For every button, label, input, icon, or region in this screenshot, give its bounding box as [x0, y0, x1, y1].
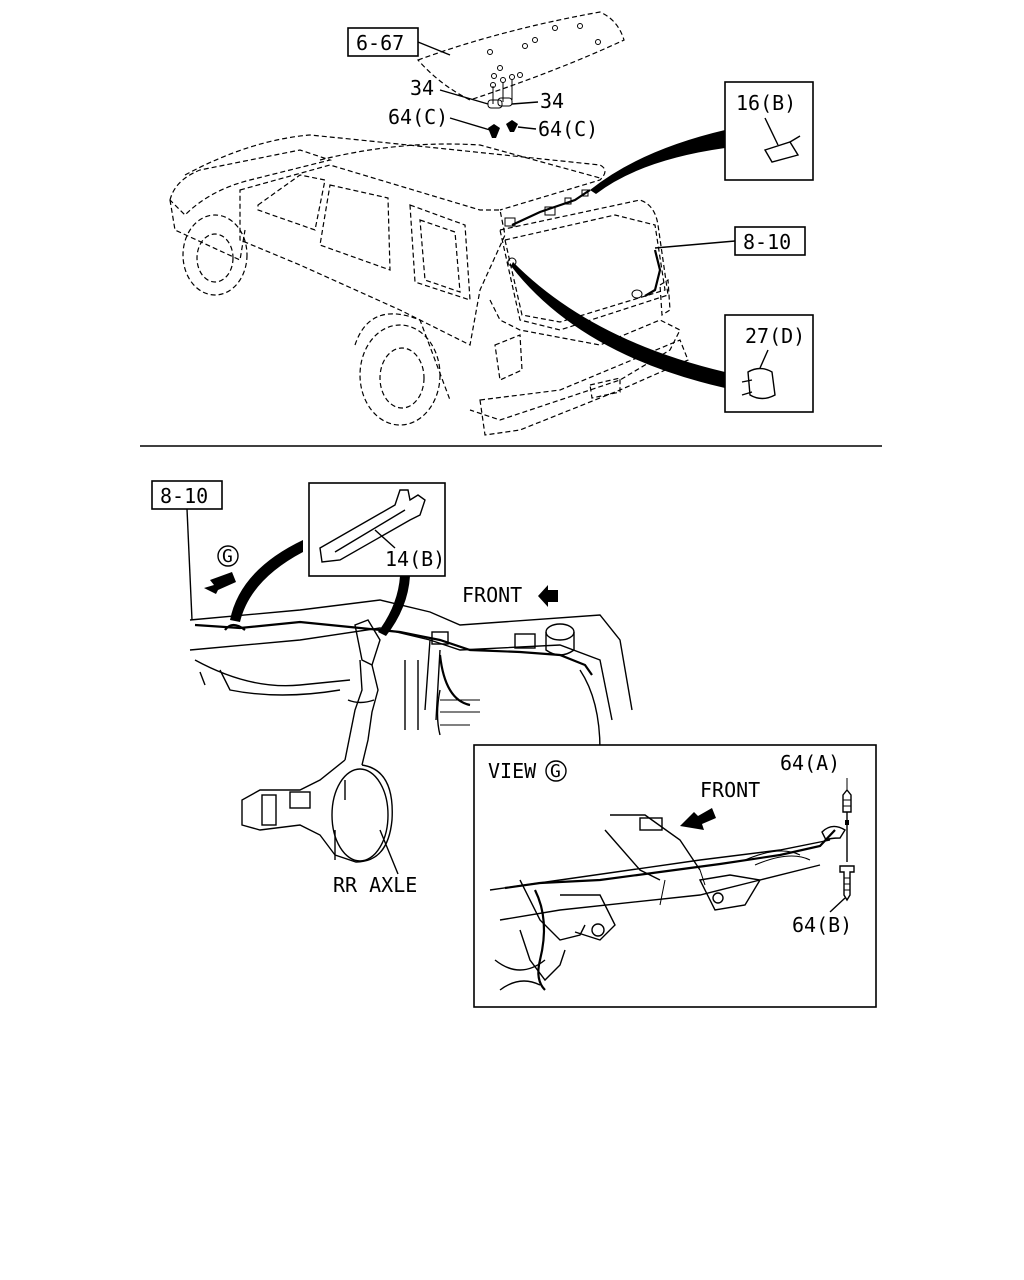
detail-box-14b: 14(B) — [308, 482, 446, 577]
leader-16b — [590, 130, 725, 194]
callout-8-10-bottom: 8-10 — [151, 480, 223, 621]
leader-rr-axle — [379, 829, 399, 875]
callout-6-67: 6-67 — [347, 27, 451, 57]
frame-harness — [194, 620, 593, 736]
callout-8-10-top: 8-10 — [654, 226, 806, 256]
part-label-34-right: 34 — [540, 89, 564, 113]
part-label-64c-left: 64(C) — [388, 105, 448, 129]
front-arrow-view — [680, 808, 716, 830]
headliner-clips — [487, 74, 518, 138]
part-label-16b: 16(B) — [736, 91, 796, 115]
part-label-64a: 64(A) — [780, 751, 840, 775]
chassis-frame — [189, 599, 633, 751]
leader-view-g — [230, 540, 303, 622]
part-label-64b: 64(B) — [792, 913, 852, 937]
view-title-prefix: VIEW — [488, 759, 537, 783]
rear-axle — [241, 619, 393, 863]
rr-axle-label: RR AXLE — [333, 873, 417, 897]
leader-27d — [511, 262, 725, 388]
ref-6-67: 6-67 — [356, 31, 404, 55]
ref-8-10-bottom: 8-10 — [160, 484, 208, 508]
detail-box-27d: 27(D) — [724, 314, 814, 413]
ref-8-10-top: 8-10 — [743, 230, 791, 254]
front-label-view: FRONT — [700, 778, 760, 802]
suv-body — [169, 134, 689, 436]
part-label-14b: 14(B) — [385, 547, 445, 571]
front-arrow-main: FRONT — [462, 583, 558, 607]
view-g-detail-box: VIEW G FRONT — [473, 744, 877, 1008]
part-label-64c-right: 64(C) — [538, 117, 598, 141]
leader-14b — [378, 576, 410, 636]
view-title-letter: G — [550, 761, 561, 782]
rear-hatch-harness — [504, 189, 662, 297]
view-g-marker: G — [204, 545, 239, 594]
headliner-panel — [416, 11, 625, 101]
front-label-main: FRONT — [462, 583, 522, 607]
view-g-marker-letter: G — [222, 546, 233, 567]
detail-box-16b: 16(B) — [724, 81, 814, 181]
part-label-34-left: 34 — [410, 76, 434, 100]
part-label-27d: 27(D) — [745, 324, 805, 348]
